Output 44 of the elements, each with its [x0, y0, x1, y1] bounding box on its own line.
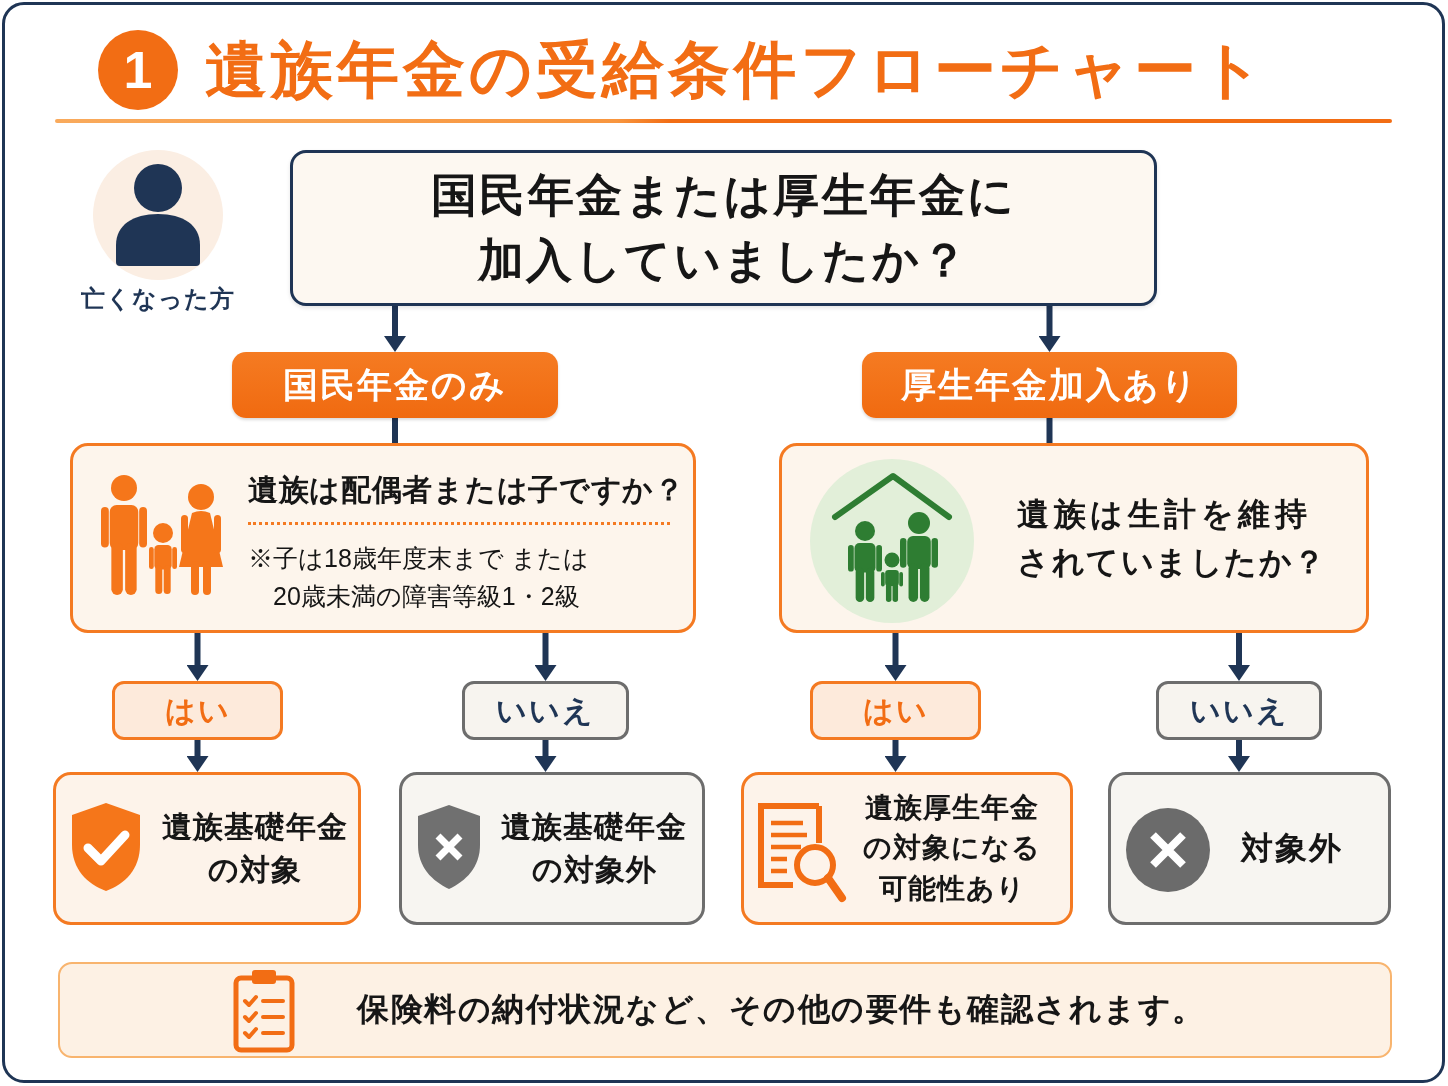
arrow	[186, 740, 209, 772]
arrow	[186, 633, 209, 681]
answer-text: いいえ	[496, 692, 595, 729]
footnote-text: ※子は18歳年度末まで または20歳未満の障害等級1・2級	[248, 543, 590, 612]
result-box	[1108, 772, 1391, 925]
connector-line	[1046, 418, 1053, 443]
result-text: 対象外	[1241, 829, 1343, 868]
answer-tag	[112, 681, 283, 740]
question-text: 国民年金または厚生年金に加入していましたか？	[429, 168, 1018, 288]
arrow	[534, 740, 557, 772]
answer-tag	[462, 681, 629, 740]
branch-header	[862, 352, 1237, 418]
arrow	[884, 740, 907, 772]
arrow	[884, 633, 907, 681]
result-box	[741, 772, 1073, 925]
answer-text: はい	[862, 692, 929, 729]
chart-title: 遺族年金の受給条件フローチャート	[205, 34, 1267, 106]
arrow	[384, 306, 406, 352]
branch-label: 国民年金のみ	[283, 364, 507, 406]
result-text: 遺族基礎年金の対象	[161, 808, 349, 888]
answer-text: はい	[164, 692, 231, 729]
result-text: 遺族厚生年金の対象になる可能性あり	[862, 791, 1042, 906]
condition-box	[779, 443, 1369, 633]
answer-text: いいえ	[1189, 692, 1289, 729]
result-text: 遺族基礎年金の対象外	[500, 808, 688, 888]
answer-tag	[1156, 681, 1322, 740]
result-box	[399, 772, 705, 925]
branch-header	[232, 352, 558, 418]
note-text: 保険料の納付状況など、その他の要件も確認されます。	[357, 990, 1206, 1030]
arrow	[1228, 633, 1250, 681]
arrow	[534, 633, 557, 681]
question-text: 遺族は配偶者または子ですか？	[248, 472, 685, 508]
question-text: 遺族は生計を維持されていましたか？	[1017, 495, 1327, 582]
person-caption: 亡くなった方	[81, 284, 235, 314]
condition-box	[70, 443, 696, 633]
step-number-badge: 1	[98, 30, 178, 110]
result-box	[53, 772, 361, 925]
arrow	[1038, 306, 1061, 352]
question-box	[290, 150, 1157, 306]
answer-tag	[810, 681, 981, 740]
note-banner	[58, 962, 1392, 1058]
connector-line	[392, 418, 398, 443]
arrow	[1228, 740, 1250, 772]
branch-label: 厚生年金加入あり	[900, 364, 1199, 406]
